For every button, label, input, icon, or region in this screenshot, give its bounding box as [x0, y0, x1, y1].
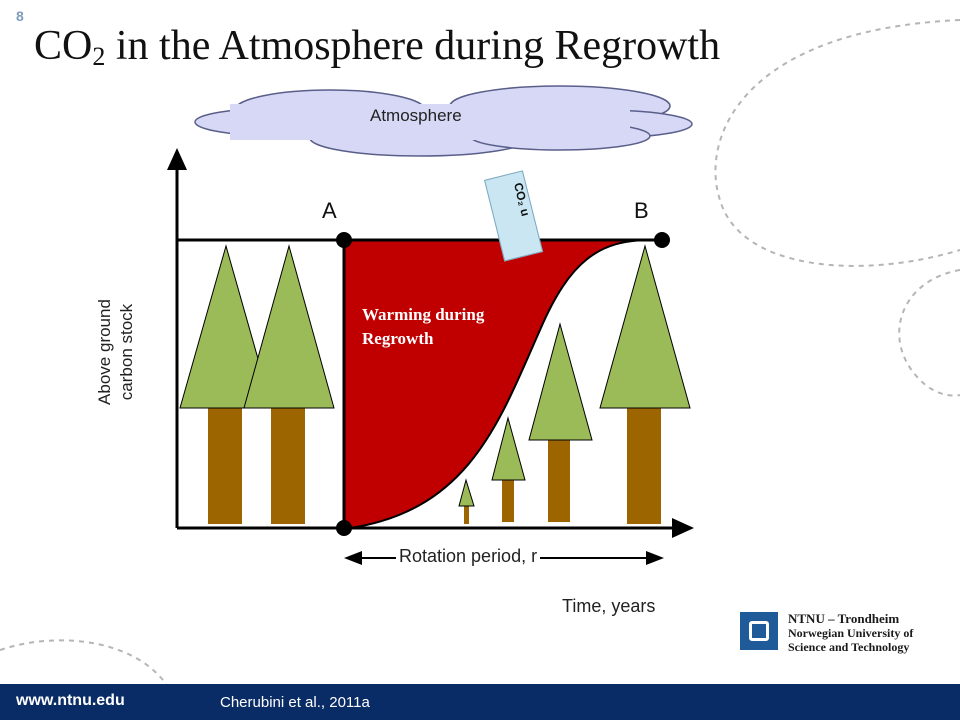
growing-tree-4: [599, 244, 691, 524]
warming-label-line2: Regrowth: [362, 329, 434, 348]
growing-tree-2: [491, 416, 526, 522]
slide-number: 8: [16, 8, 24, 24]
point-b-label: B: [634, 198, 649, 223]
warming-region-label: Warming during Regrowth: [362, 303, 484, 351]
point-origin-marker: [336, 520, 352, 536]
warming-region: [343, 239, 651, 529]
logo-line3: Science and Technology: [788, 640, 910, 654]
ntnu-logo-icon: [740, 612, 778, 650]
title-rest: in the Atmosphere during Regrowth: [105, 23, 721, 69]
footer-citation: Cherubini et al., 2011a: [220, 694, 370, 711]
point-b-marker: [654, 232, 670, 248]
y-axis-arrow: [167, 148, 187, 170]
x-axis-arrow: [672, 518, 694, 538]
growing-tree-1: [458, 478, 475, 524]
point-a-label: A: [322, 198, 337, 223]
atmosphere-cloud: [194, 85, 693, 157]
footer-bar: www.ntnu.edu Cherubini et al., 2011a: [0, 684, 960, 720]
logo-line1: NTNU – Trondheim: [788, 611, 900, 626]
point-a-marker: [336, 232, 352, 248]
rotation-period-label: Rotation period, r: [396, 546, 541, 567]
growing-tree-3: [528, 322, 593, 522]
title-subscript: 2: [92, 42, 106, 71]
warming-label-line1: Warming during: [362, 305, 485, 324]
ntnu-logo-text: NTNU – Trondheim Norwegian University of…: [788, 611, 914, 655]
mature-tree-1: [179, 244, 273, 524]
title-main: CO: [34, 23, 93, 69]
logo-line2: Norwegian University of: [788, 626, 914, 640]
y-label-line2: carbon stock: [117, 303, 136, 401]
slide-title: CO2 in the Atmosphere during Regrowth: [34, 22, 720, 72]
rotation-arrow-left: [344, 551, 362, 565]
y-axis-label: Above ground carbon stock: [94, 232, 138, 472]
footer-url[interactable]: www.ntnu.edu: [16, 692, 125, 709]
atmosphere-label: Atmosphere: [370, 106, 462, 125]
y-label-line1: Above ground: [95, 299, 114, 405]
x-axis-label: Time, years: [562, 596, 656, 616]
rotation-arrow-right: [646, 551, 664, 565]
mature-tree-2: [243, 244, 335, 524]
